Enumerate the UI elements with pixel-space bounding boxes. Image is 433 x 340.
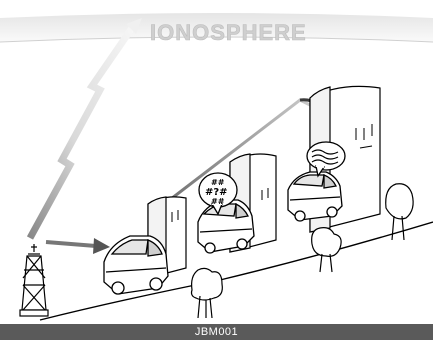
signal-path-direct: [46, 242, 96, 246]
tree-bottom-middle: [312, 228, 341, 272]
ionosphere-label: IONOSPHERE: [150, 20, 307, 45]
car-middle: [198, 200, 254, 253]
signal-arrowhead-direct: [93, 238, 110, 254]
figure-code-bar: JBM001: [0, 324, 433, 340]
tree-bottom-left: [192, 268, 223, 318]
car-near: [104, 236, 168, 294]
radio-tower: [20, 244, 48, 316]
noise-hash-bottom: ##: [211, 197, 225, 206]
signal-path-to-ionosphere: [30, 28, 132, 238]
car-far: [288, 172, 342, 221]
figure-code: JBM001: [195, 326, 238, 338]
noise-hash-top: ##: [211, 178, 225, 187]
